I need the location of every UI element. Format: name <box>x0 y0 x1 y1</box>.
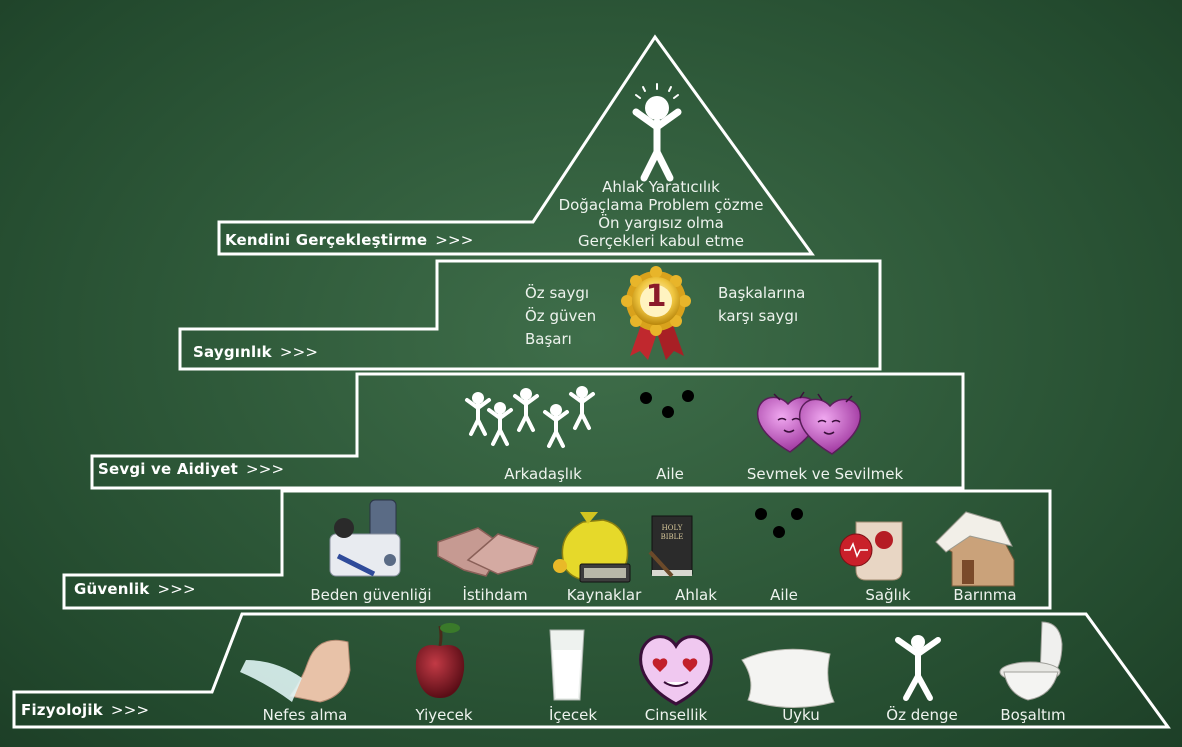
caption-breathing: Nefes alma <box>262 706 348 724</box>
heart-face-icon <box>639 635 713 706</box>
bible-icon: HOLY BIBLE <box>648 515 693 578</box>
caption-homeostasis: Öz denge <box>886 706 958 724</box>
level-self-actualization-frame <box>217 34 815 256</box>
apple-icon <box>415 623 465 698</box>
esteem-left-text: Öz saygı Öz güven Başarı <box>525 284 597 348</box>
caption-sexuality: Cinsellik <box>644 706 708 724</box>
caption-love: Sevmek ve Sevilmek <box>746 465 904 483</box>
medal-icon <box>621 266 691 360</box>
caption-food: Yiyecek <box>415 706 473 724</box>
svg-text:HOLY: HOLY <box>662 524 683 532</box>
level-label-physiological: Fizyolojik>>> <box>21 701 150 719</box>
caption-morality: Ahlak <box>675 586 717 604</box>
pyramid-outline <box>12 34 1171 729</box>
level-safety-frame <box>62 489 1052 610</box>
balance-figure-icon <box>895 635 941 701</box>
family-icon <box>748 506 810 570</box>
caption-body-safety: Beden güvenliği <box>310 586 432 604</box>
toilet-icon <box>999 621 1063 701</box>
health-icon <box>839 521 903 581</box>
level-physiological-frame <box>12 612 1171 729</box>
glass-icon <box>549 629 585 701</box>
pillow-icon <box>741 648 835 708</box>
level-label-esteem: Saygınlık>>> <box>193 343 319 361</box>
caption-employment: İstihdam <box>462 586 528 604</box>
esteem-right-text: Başkalarına karşı saygı <box>718 284 806 325</box>
caption-friendship: Arkadaşlık <box>504 465 582 483</box>
level-love-frame <box>90 372 965 490</box>
caption-family: Aile <box>770 586 798 604</box>
caption-sleep: Uyku <box>782 706 820 724</box>
svg-text:BIBLE: BIBLE <box>661 533 684 541</box>
caption-health: Sağlık <box>865 586 911 604</box>
caption-family: Aile <box>656 465 684 483</box>
friends-group-icon <box>465 384 595 448</box>
level-label-love: Sevgi ve Aidiyet>>> <box>98 460 285 478</box>
family-icon <box>633 388 701 450</box>
body-armor-icon <box>329 499 401 577</box>
level-esteem-frame <box>178 259 882 371</box>
handshake-icon <box>437 527 539 577</box>
caption-drink: İçecek <box>548 706 598 724</box>
money-bag-icon <box>553 512 631 583</box>
hearts-icon <box>756 391 862 455</box>
caption-shelter: Barınma <box>953 586 1017 604</box>
caption-excretion: Boşaltım <box>1000 706 1066 724</box>
stick-figure-icon <box>632 83 682 182</box>
level-label-safety: Güvenlik>>> <box>74 580 196 598</box>
self-actualization-text: Ahlak Yaratıcılık Doğaçlama Problem çözm… <box>558 178 764 250</box>
breathing-face-icon <box>240 639 351 703</box>
medal-number: 1 <box>645 279 667 314</box>
caption-resources: Kaynaklar <box>566 586 642 604</box>
house-icon <box>935 511 1015 587</box>
level-label-self-actualization: Kendini Gerçekleştirme>>> <box>225 231 474 249</box>
